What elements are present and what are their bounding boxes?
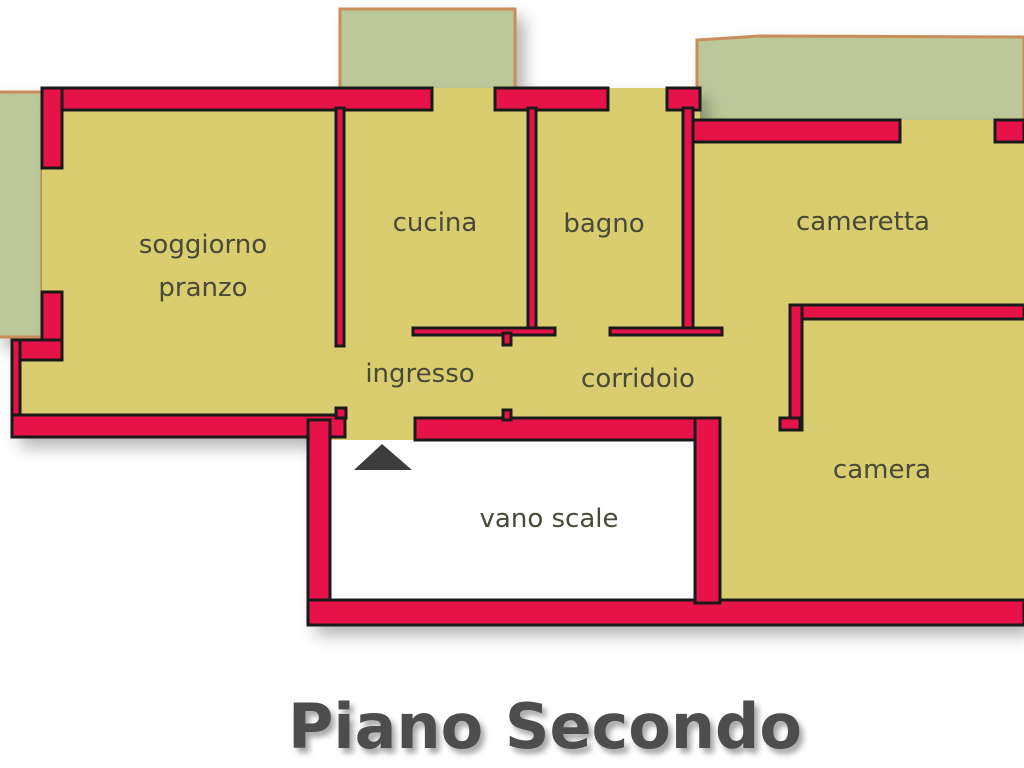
label-cameretta: cameretta <box>796 207 930 237</box>
label-soggiorno: soggiorno <box>139 230 267 260</box>
entrance-triangle-icon <box>354 444 412 470</box>
balcony-top-right <box>695 34 1024 124</box>
balcony-left <box>0 90 44 339</box>
label-vano-scale: vano scale <box>480 504 619 534</box>
label-corridoio: corridoio <box>581 364 695 394</box>
label-pranzo: pranzo <box>158 273 247 303</box>
balcony-top-left <box>338 7 517 93</box>
floor <box>12 88 1024 625</box>
walls <box>10 86 1024 627</box>
label-camera: camera <box>833 455 931 485</box>
balconies <box>0 7 1024 339</box>
label-bagno: bagno <box>563 209 644 239</box>
label-cucina: cucina <box>393 208 478 238</box>
label-ingresso: ingresso <box>365 359 474 389</box>
plan-title: Piano Secondo <box>288 690 802 763</box>
